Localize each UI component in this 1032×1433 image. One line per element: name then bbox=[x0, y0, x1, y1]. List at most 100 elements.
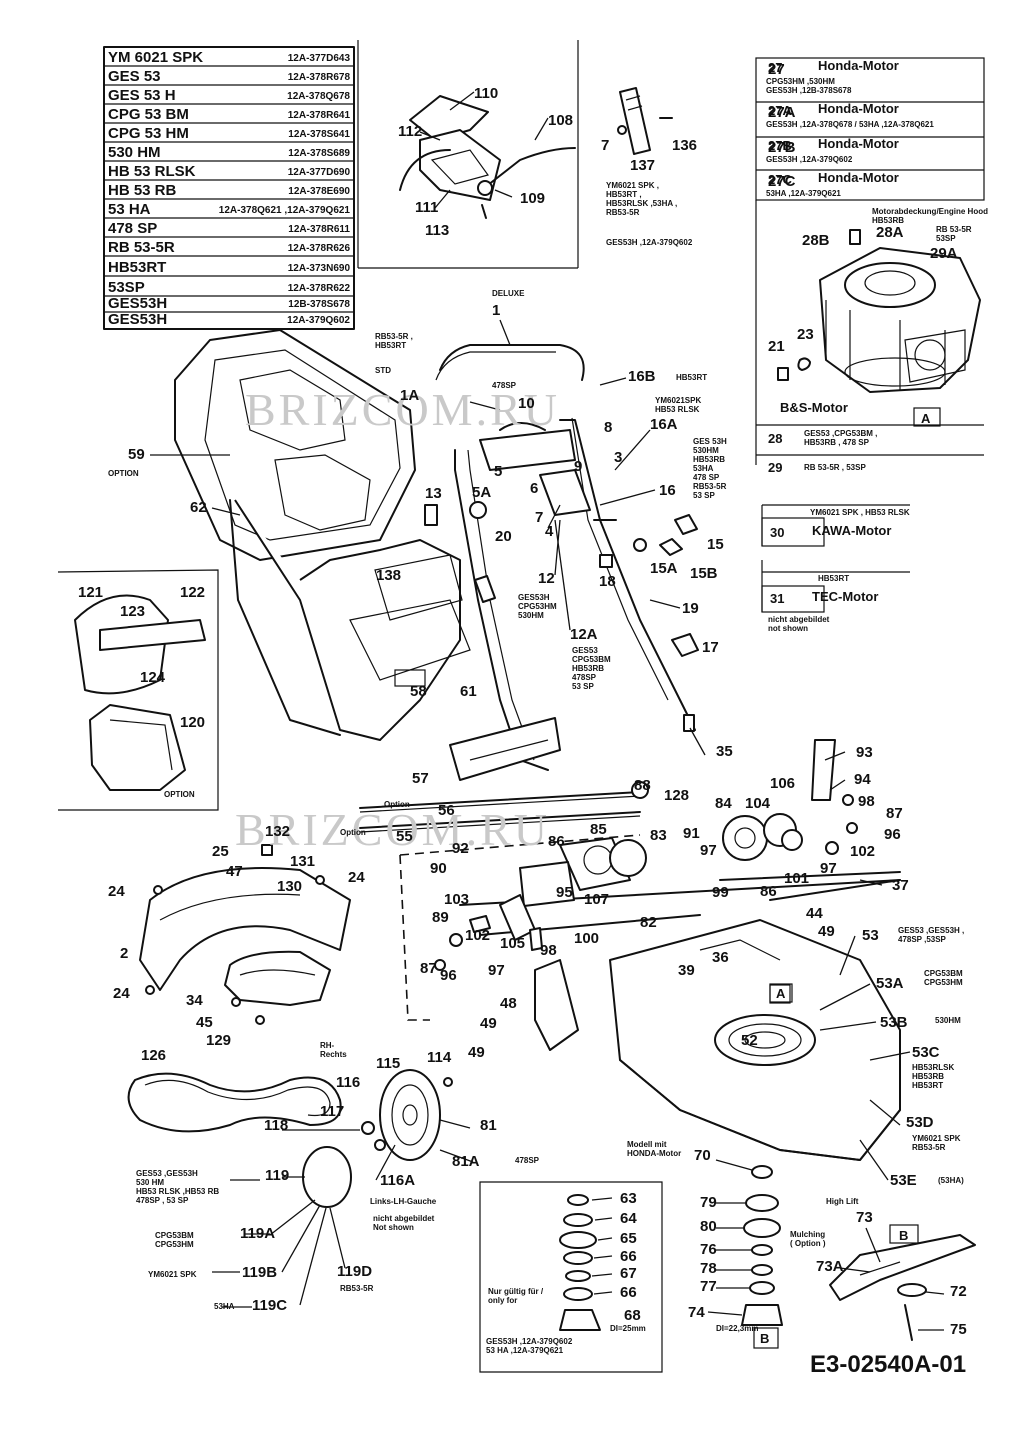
part-callout-116A: 116A bbox=[380, 1172, 415, 1189]
mower-deck-drawing bbox=[534, 919, 901, 1161]
blade-drawing bbox=[829, 1224, 976, 1341]
model-code-table bbox=[103, 46, 355, 330]
part-callout-96: 96 bbox=[440, 967, 457, 984]
part-callout-110: 110 bbox=[474, 85, 498, 102]
part-callout-53: 53 bbox=[862, 927, 879, 944]
note-n119d: RB53-5R bbox=[340, 1284, 374, 1293]
part-callout-15A: 15A bbox=[650, 560, 678, 577]
part-callout-3: 3 bbox=[614, 449, 622, 466]
engine-30-number: 30 bbox=[770, 525, 784, 540]
leader-lines bbox=[150, 91, 945, 1331]
model-name: HB 53 RLSK bbox=[108, 163, 196, 180]
tec-motor-label: TEC-Motor bbox=[812, 589, 878, 604]
part-callout-138: 138 bbox=[376, 567, 401, 584]
part-callout-48: 48 bbox=[500, 995, 517, 1012]
part-callout-24: 24 bbox=[113, 985, 130, 1002]
part-callout-10: 10 bbox=[518, 395, 535, 412]
part-callout-47: 47 bbox=[226, 863, 243, 880]
part-callout-19: 19 bbox=[682, 600, 699, 617]
motor-number: 27B bbox=[768, 138, 792, 153]
part-callout-12: 12 bbox=[538, 570, 555, 587]
part-callout-20: 20 bbox=[495, 528, 512, 545]
model-code: 12A-378R626 bbox=[288, 243, 351, 254]
note-mulching: Mulching( Option ) bbox=[790, 1230, 826, 1248]
part-callout-5: 5 bbox=[494, 463, 502, 480]
model-code: 12A-377D643 bbox=[288, 53, 351, 64]
part-callout-1A: 1A bbox=[400, 387, 419, 404]
part-callout-106: 106 bbox=[770, 775, 795, 792]
part-callout-53A: 53A bbox=[876, 975, 904, 992]
model-name: 53SP bbox=[108, 279, 145, 296]
part-callout-97: 97 bbox=[700, 842, 717, 859]
part-callout-93: 93 bbox=[856, 744, 873, 761]
model-code: 12A-378S689 bbox=[288, 148, 350, 159]
part-callout-67: 67 bbox=[620, 1265, 637, 1282]
part-callout-120: 120 bbox=[180, 714, 205, 731]
note-n116a: Links-LH-Gauche bbox=[370, 1197, 437, 1206]
part-callout-105: 105 bbox=[500, 935, 525, 952]
note-n53: GES53 ,GES53H ,478SP ,53SP bbox=[898, 926, 964, 944]
note-sp478: 478SP bbox=[492, 381, 517, 390]
model-code: 12A-378S641 bbox=[288, 129, 350, 140]
note-option120: OPTION bbox=[164, 790, 195, 799]
part-callout-29A: 29A bbox=[930, 245, 958, 262]
model-code: 12A-378R641 bbox=[288, 110, 351, 121]
part-callout-97: 97 bbox=[488, 962, 505, 979]
part-callout-119D: 119D bbox=[337, 1263, 372, 1280]
part-callout-7: 7 bbox=[601, 137, 609, 154]
part-callout-121: 121 bbox=[78, 584, 103, 601]
part-callout-53D: 53D bbox=[906, 1114, 934, 1131]
part-callout-76: 76 bbox=[700, 1241, 717, 1258]
part-callout-53E: 53E bbox=[890, 1172, 917, 1189]
part-callout-84: 84 bbox=[715, 795, 732, 812]
model-code: 12B-378S678 bbox=[288, 299, 350, 310]
part-callout-98: 98 bbox=[858, 793, 875, 810]
motor-number: 27C bbox=[768, 172, 792, 187]
engine-29-number: 29 bbox=[768, 460, 782, 475]
part-callout-102: 102 bbox=[465, 927, 490, 944]
blade-adapter-stack-drawing bbox=[741, 1165, 783, 1349]
part-callout-88: 88 bbox=[634, 777, 651, 794]
part-callout-109: 109 bbox=[520, 190, 545, 207]
part-callout-28B: 28B bbox=[802, 232, 830, 249]
part-callout-35: 35 bbox=[716, 743, 733, 760]
model-name: 530 HM bbox=[108, 144, 161, 161]
part-callout-96: 96 bbox=[884, 826, 901, 843]
note-deluxe: DELUXE bbox=[492, 289, 525, 298]
part-callout-37: 37 bbox=[892, 877, 909, 894]
part-callout-74: 74 bbox=[688, 1304, 705, 1321]
part-callout-64: 64 bbox=[620, 1210, 637, 1227]
part-callout-114: 114 bbox=[427, 1049, 452, 1066]
part-callout-18: 18 bbox=[599, 573, 616, 590]
note-highlift: High Lift bbox=[826, 1197, 859, 1206]
model-code: 12A-378R611 bbox=[288, 224, 350, 235]
part-callout-115: 115 bbox=[376, 1055, 400, 1072]
note-rb53: RB53-5R ,HB53RT bbox=[375, 332, 413, 350]
model-code: 12A-378E690 bbox=[288, 186, 350, 197]
part-callout-112: 112 bbox=[398, 123, 422, 140]
motor-note: GES53H ,12A-379Q602 bbox=[766, 155, 853, 164]
part-callout-63: 63 bbox=[620, 1190, 637, 1207]
ref-a-engine: A bbox=[921, 411, 931, 426]
part-callout-83: 83 bbox=[650, 827, 667, 844]
part-callout-100: 100 bbox=[574, 930, 599, 947]
part-callout-128: 128 bbox=[664, 787, 689, 804]
part-callout-15: 15 bbox=[707, 536, 724, 553]
part-callout-61: 61 bbox=[460, 683, 477, 700]
motor-number: 27A bbox=[768, 103, 792, 118]
deflector-and-rods-drawing bbox=[359, 717, 641, 833]
part-callout-5A: 5A bbox=[472, 484, 491, 501]
part-callout-4: 4 bbox=[545, 523, 554, 540]
engine-drawing bbox=[777, 229, 981, 427]
part-callout-34: 34 bbox=[186, 992, 203, 1009]
part-callout-53C: 53C bbox=[912, 1044, 940, 1061]
blade-adapter-box-drawing bbox=[479, 1181, 663, 1373]
part-callout-126: 126 bbox=[141, 1047, 166, 1064]
part-callout-25: 25 bbox=[212, 843, 229, 860]
